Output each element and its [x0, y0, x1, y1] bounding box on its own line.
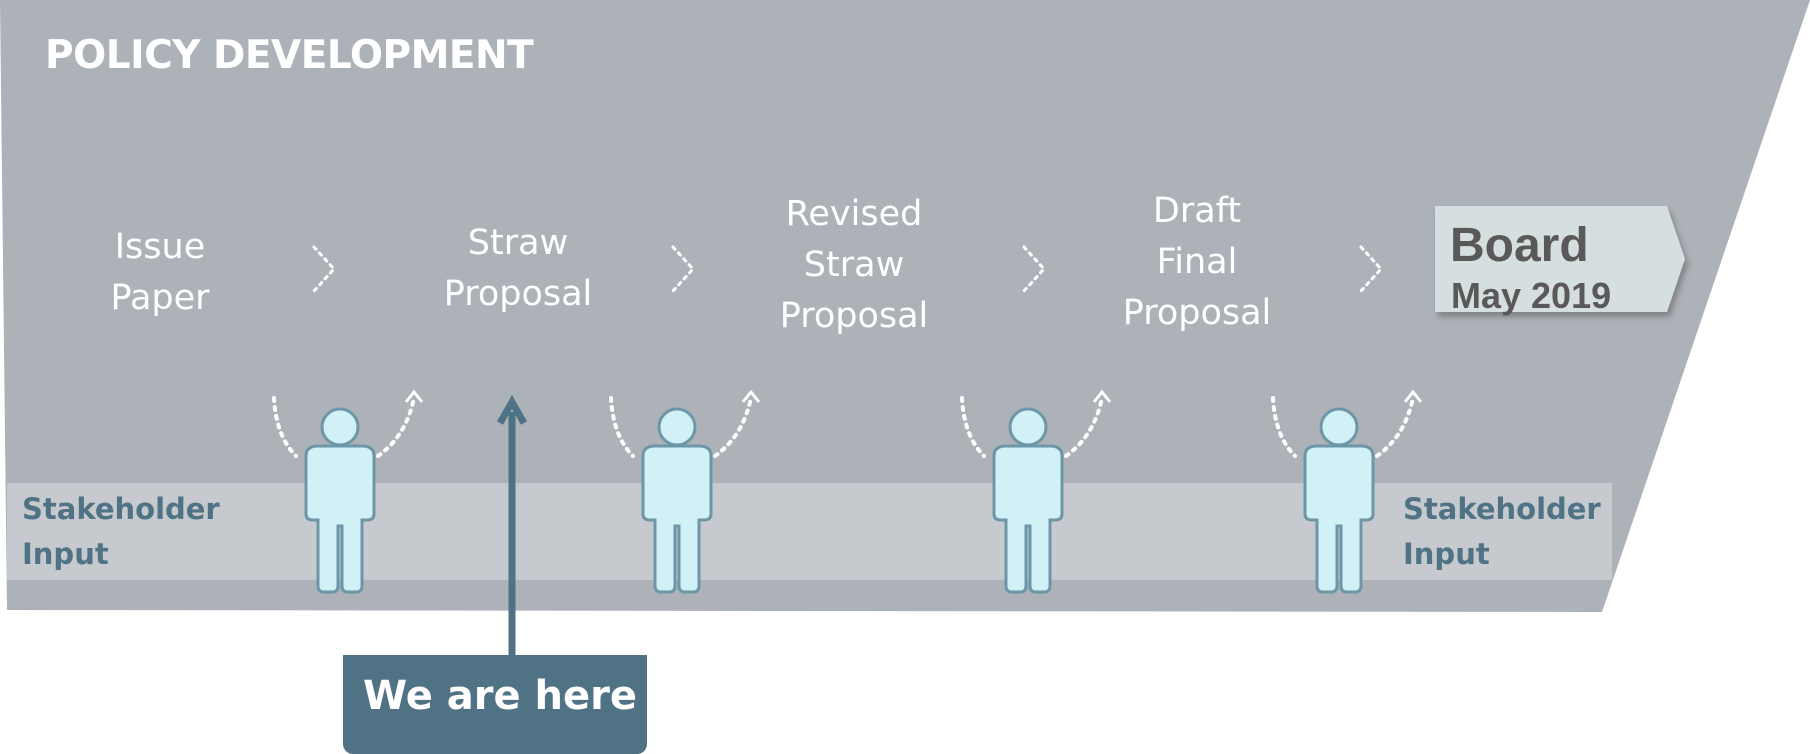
stakeholder-label-line: Input	[22, 537, 109, 571]
stakeholder-input-label-right: Stakeholder Input	[1403, 487, 1601, 577]
board-title: Board	[1450, 219, 1589, 272]
chevron-right-icon	[1022, 245, 1047, 293]
we-are-here-label: We are here	[363, 673, 637, 719]
chevron-right-icon	[671, 245, 696, 293]
stage-label-line: Proposal	[779, 296, 929, 336]
chevron-right-icon	[312, 245, 337, 293]
stage-issue-paper: Issue Paper	[50, 222, 270, 324]
we-are-here-callout	[343, 655, 647, 754]
stakeholder-person-icon	[609, 389, 761, 594]
stage-straw-proposal: Straw Proposal	[408, 218, 628, 320]
we-are-here-arrow-head	[496, 394, 528, 425]
chevron-right-icon	[1359, 245, 1384, 293]
stakeholder-person-icon	[272, 389, 424, 594]
stakeholder-person-icon	[1271, 389, 1423, 594]
stage-label-line: Straw	[803, 245, 905, 285]
stakeholder-label-line: Stakeholder	[1403, 492, 1601, 526]
stakeholder-input-label-left: Stakeholder Input	[22, 487, 220, 577]
stakeholder-person-icon	[960, 389, 1112, 594]
stakeholder-label-line: Input	[1403, 537, 1490, 571]
stage-label-line: Final	[1156, 242, 1238, 282]
stage-revised-straw-proposal: Revised Straw Proposal	[744, 189, 964, 342]
stage-label-line: Issue	[114, 227, 206, 267]
stage-label-line: Revised	[785, 194, 923, 234]
stakeholder-label-line: Stakeholder	[22, 492, 220, 526]
stage-label-line: Straw	[467, 223, 569, 263]
stage-draft-final-proposal: Draft Final Proposal	[1087, 186, 1307, 339]
stage-label-line: Proposal	[1122, 293, 1272, 333]
stage-label-line: Paper	[110, 278, 210, 318]
board-date: May 2019	[1451, 275, 1612, 316]
board-arrow-shape	[1435, 206, 1685, 312]
page-title: POLICY DEVELOPMENT	[45, 33, 534, 78]
stage-label-line: Proposal	[443, 274, 593, 314]
stage-label-line: Draft	[1152, 191, 1242, 231]
